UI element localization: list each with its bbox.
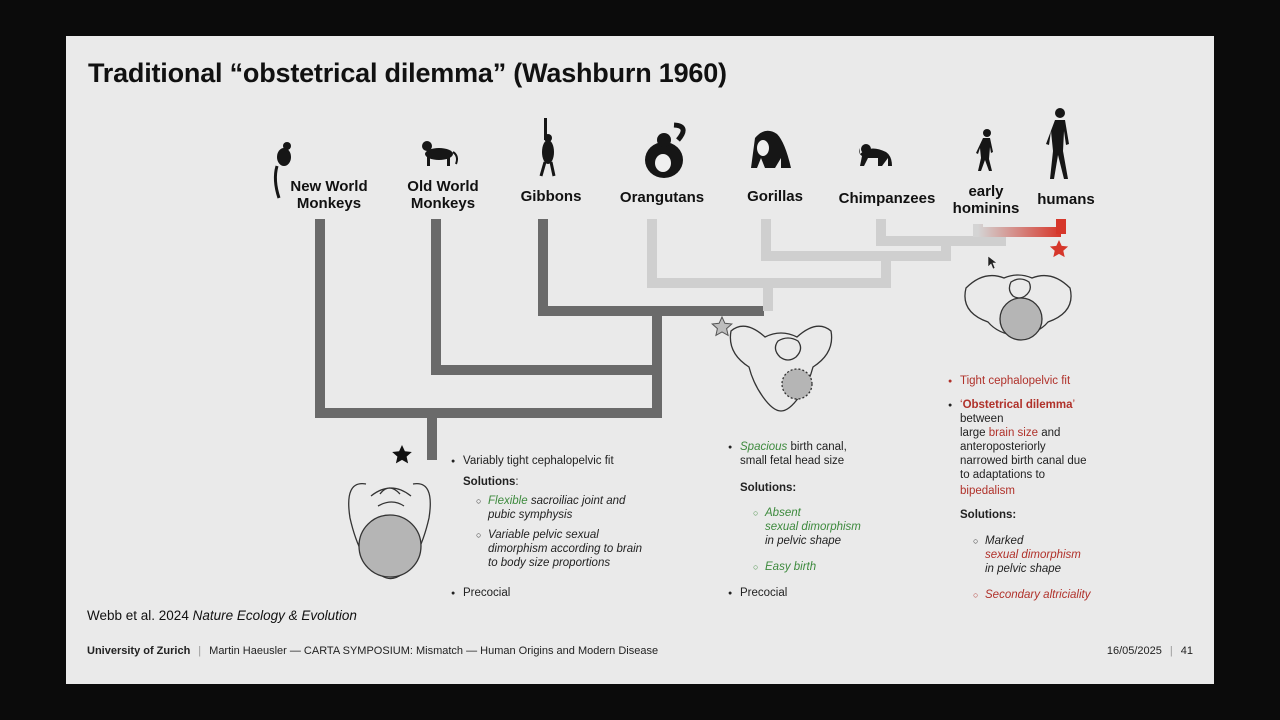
note-bullet: Tight cephalopelvic fit xyxy=(948,374,1070,389)
note-text: large brain size and xyxy=(960,426,1060,440)
note-subitem: Absent xyxy=(753,506,801,520)
primate-silhouette-icon xyxy=(751,130,791,168)
note-subitem: Variable pelvic sexual xyxy=(476,528,599,542)
note-text: in pelvic shape xyxy=(985,563,1062,575)
note-text: to body size proportions xyxy=(488,557,611,569)
slide: Traditional “obstetrical dilemma” (Washb… xyxy=(66,36,1214,684)
slide-title: Traditional “obstetrical dilemma” (Washb… xyxy=(88,58,727,88)
note-bullet: Precocial xyxy=(728,586,787,601)
taxon-label: Old World Monkeys xyxy=(407,178,479,212)
mouse-cursor-icon xyxy=(987,255,998,270)
page-number: 41 xyxy=(1180,645,1193,657)
obstetrical-dilemma-term: Obstetrical dilemma xyxy=(962,399,1073,411)
phylogenetic-tree xyxy=(273,108,1072,580)
flexible-term: Flexible xyxy=(488,495,528,507)
star-icon xyxy=(1049,240,1069,258)
note-text: small fetal head size xyxy=(740,455,845,467)
solutions-heading: Solutions: xyxy=(463,475,519,489)
note-text: sexual dimorphism xyxy=(985,549,1081,561)
slide-footer: University of Zurich | Martin Haeusler — C… xyxy=(87,645,1193,657)
taxon-label: humans xyxy=(1037,191,1095,208)
taxon-label: Gibbons xyxy=(520,188,582,205)
solutions-heading: Solutions: xyxy=(960,509,1017,521)
note-text: to adaptations to xyxy=(960,469,1046,481)
star-icon xyxy=(711,315,733,337)
note-text: sacroiliac joint and xyxy=(527,495,626,507)
spacious-term: Spacious xyxy=(740,441,788,453)
note-text: anteroposteriorly xyxy=(960,441,1046,453)
note-text: pubic symphysis xyxy=(488,509,573,521)
taxon-label: early hominins xyxy=(952,183,1020,217)
brain-size-term: brain size xyxy=(988,427,1038,439)
primate-silhouette-icon xyxy=(859,144,892,166)
note-text: in pelvic shape xyxy=(765,535,842,547)
note-text: narrowed birth canal due xyxy=(960,455,1087,467)
citation-authors: Webb et al. 2024 xyxy=(87,608,193,623)
primate-silhouette-icon xyxy=(976,129,993,171)
pelvis-icon xyxy=(729,325,833,412)
primate-silhouette-icon xyxy=(273,142,291,199)
note-subitem: Secondary altriciality xyxy=(973,588,1091,602)
note-bullet: ‘Obstetrical dilemma’ xyxy=(948,398,1076,413)
taxon-label: New World Monkeys xyxy=(290,178,368,212)
date: 16/05/2025 xyxy=(1106,645,1162,657)
citation-journal: Nature Ecology & Evolution xyxy=(192,608,357,623)
primate-silhouette-icon xyxy=(1046,108,1069,179)
tree-branches-light xyxy=(647,219,1006,311)
talk-info: Martin Haeusler — CARTA SYMPOSIUM: Misma… xyxy=(209,645,659,657)
footer-separator: | xyxy=(198,645,202,657)
bipedalism-term: bipedalism xyxy=(960,485,1015,497)
star-icon xyxy=(392,445,412,464)
solutions-label: Solutions xyxy=(463,476,516,488)
footer-right: 16/05/2025 | 41 xyxy=(1107,645,1193,657)
solutions-colon: : xyxy=(515,476,519,488)
taxon-label: Chimpanzees xyxy=(838,190,936,207)
taxon-label: Orangutans xyxy=(619,189,705,206)
note-text: dimorphism according to brain xyxy=(488,543,643,555)
institution: University of Zurich xyxy=(87,645,191,657)
note-text: and xyxy=(1038,427,1061,439)
note-text: birth canal, xyxy=(787,441,847,453)
note-subitem: Flexible sacroiliac joint and xyxy=(476,494,626,508)
quote-mark: ’ xyxy=(1072,399,1076,411)
note-subitem: Marked xyxy=(973,534,1023,548)
note-text: large xyxy=(960,427,989,439)
note-bullet: Variably tight cephalopelvic fit xyxy=(451,454,614,469)
note-subitem: Easy birth xyxy=(753,560,816,574)
primate-silhouette-icon xyxy=(422,141,458,166)
primate-silhouette-icon xyxy=(539,118,556,177)
solutions-heading: Solutions: xyxy=(740,482,797,494)
primate-silhouette-icon xyxy=(645,122,686,178)
note-bullet: Precocial xyxy=(451,586,510,601)
humans-branch-tip xyxy=(1056,219,1066,234)
tree-branches-dark xyxy=(315,219,764,460)
tree-branch-humans xyxy=(973,224,1061,237)
pelvis-icon xyxy=(348,483,431,580)
pelvis-icon xyxy=(964,274,1072,341)
note-text: between xyxy=(960,413,1004,425)
quote-mark: ‘ xyxy=(960,399,963,411)
note-text: sexual dimorphism xyxy=(765,521,861,533)
note-bullet: Spacious birth canal, xyxy=(728,440,847,455)
citation: Webb et al. 2024 Nature Ecology & Evolut… xyxy=(87,608,357,623)
footer-separator: | xyxy=(1169,645,1173,657)
taxon-label: Gorillas xyxy=(747,188,803,205)
